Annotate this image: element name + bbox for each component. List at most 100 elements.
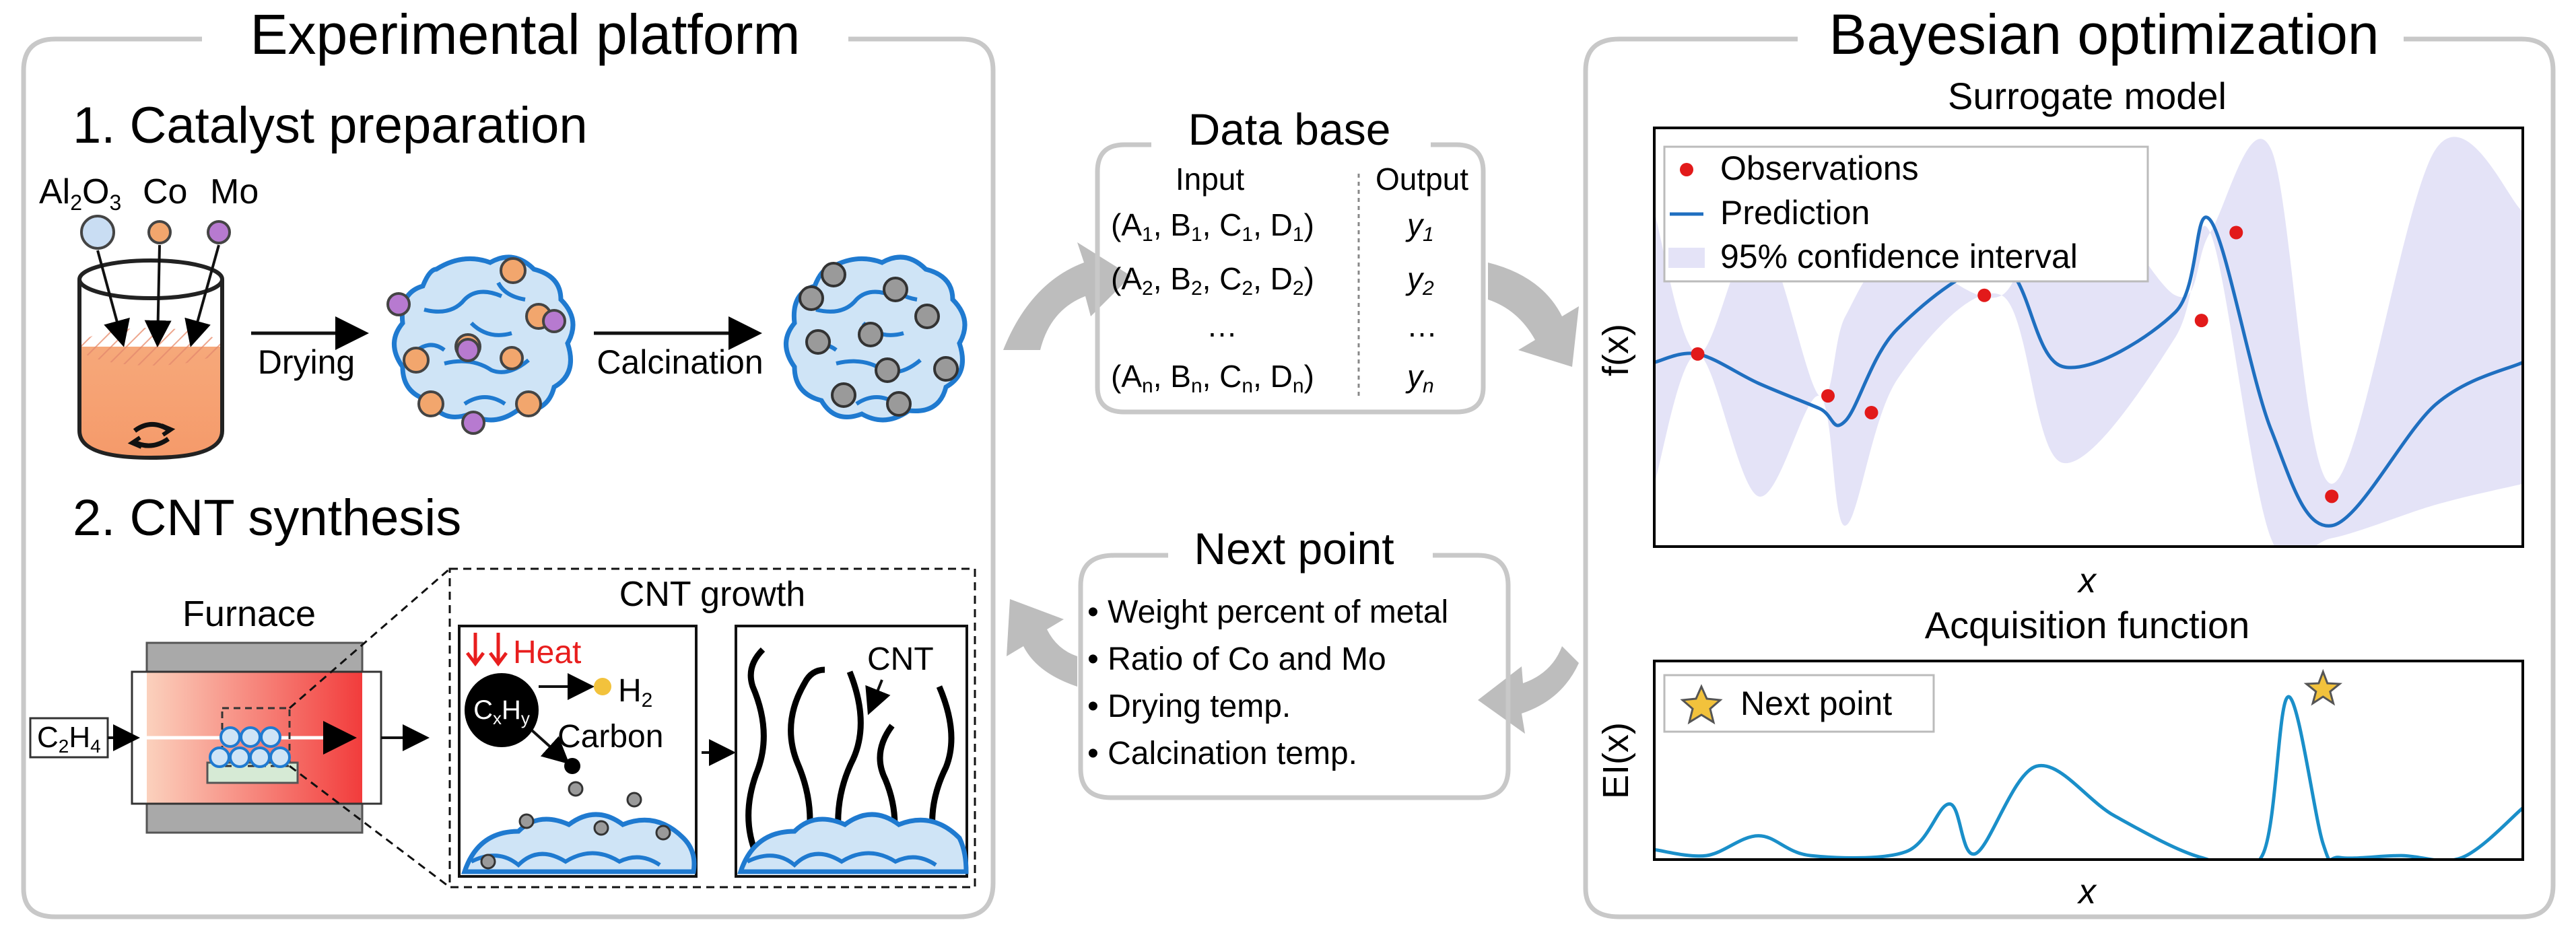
observation-point bbox=[2229, 225, 2243, 240]
mo-label: Mo bbox=[210, 172, 259, 211]
database-row-1: (A1, B1, C1, D1) bbox=[1111, 207, 1314, 246]
arrow-to-experimental bbox=[1007, 599, 1077, 687]
database-col-input: Input bbox=[1176, 162, 1245, 197]
prediction-line bbox=[1654, 215, 2523, 528]
arrow-to-database bbox=[1003, 242, 1131, 350]
confidence-interval-band bbox=[1654, 137, 2523, 547]
observation-point bbox=[1977, 288, 1992, 302]
carbon-atom bbox=[564, 758, 580, 774]
ei-line bbox=[1654, 695, 2523, 860]
furnace-label: Furnace bbox=[182, 594, 316, 634]
panel-frame bbox=[21, 36, 996, 919]
cnt-growth-title: CNT growth bbox=[619, 575, 805, 614]
bayesian-title: Bayesian optimization bbox=[1829, 3, 2379, 66]
svg-text:H2: H2 bbox=[618, 673, 652, 711]
database-output-1: y1 bbox=[1405, 207, 1434, 246]
arrow-from-bayesian bbox=[1478, 646, 1579, 734]
acquisition-ylabel: EI(x) bbox=[1596, 722, 1636, 799]
o-subscript: 3 bbox=[110, 190, 122, 215]
next-point-item-4: Calcination temp. bbox=[1108, 736, 1357, 771]
svg-text:• Calcination temp.: • Calcination temp. bbox=[1087, 736, 1357, 771]
bayesian-frame bbox=[1583, 36, 2556, 919]
catalyst-calcined bbox=[784, 254, 968, 423]
next-point-star-icon bbox=[2303, 668, 2343, 706]
al2o3-particle bbox=[80, 215, 115, 250]
zoom-line-top bbox=[289, 567, 450, 709]
acquisition-title: Acquisition function bbox=[1925, 604, 2250, 646]
experimental-platform-panel: Experimental platform 1. Catalyst prepar… bbox=[21, 3, 996, 919]
drying-label: Drying bbox=[258, 343, 355, 381]
next-point-item-3: Drying temp. bbox=[1108, 689, 1291, 724]
surrogate-xlabel: x bbox=[2076, 561, 2097, 600]
catalyst-boat-particles bbox=[209, 726, 291, 768]
surrogate-title: Surrogate model bbox=[1948, 75, 2227, 117]
co-particle bbox=[147, 220, 172, 244]
cnt-growth-box bbox=[448, 567, 976, 889]
database-output-n: yn bbox=[1405, 359, 1434, 397]
carbon-label: Carbon bbox=[557, 719, 663, 755]
svg-text:C2H4: C2H4 bbox=[37, 721, 101, 757]
materials-label: Al2O3 Co Mo bbox=[39, 172, 259, 215]
gas-inlet: C2H4 bbox=[29, 717, 140, 759]
calcination-label: Calcination bbox=[597, 343, 763, 381]
observation-point bbox=[1691, 347, 1705, 361]
legend-observations: Observations bbox=[1720, 149, 1919, 187]
cnt-label: CNT bbox=[867, 641, 934, 677]
next-point-item-2: Ratio of Co and Mo bbox=[1108, 641, 1386, 677]
catalyst-surface bbox=[461, 781, 697, 874]
legend-confidence: 95% confidence interval bbox=[1720, 238, 2078, 275]
hydrogen-molecule bbox=[594, 678, 611, 695]
database-output-2: y2 bbox=[1405, 261, 1434, 300]
database-ellipsis-output: … bbox=[1406, 308, 1437, 343]
o-symbol: O bbox=[82, 172, 109, 211]
next-point-title: Next point bbox=[1194, 524, 1394, 573]
catalyst-support-dried bbox=[386, 254, 576, 435]
mo-particle bbox=[207, 220, 231, 244]
surrogate-ylabel: f(x) bbox=[1596, 324, 1636, 376]
co-label: Co bbox=[143, 172, 187, 211]
observation-point bbox=[1864, 405, 1878, 419]
surrogate-legend: Observations Prediction 95% confidence i… bbox=[1663, 145, 2149, 283]
zoom-line-bottom bbox=[289, 765, 450, 889]
legend-star-icon bbox=[1680, 684, 1723, 725]
heat-arrows-icon bbox=[466, 633, 508, 667]
legend-ci-swatch bbox=[1668, 248, 1705, 268]
step-2-label: 2. CNT synthesis bbox=[73, 489, 461, 547]
catalyst-surface-2 bbox=[737, 812, 969, 874]
observation-point bbox=[1821, 389, 1835, 403]
surrogate-axes bbox=[1653, 127, 2524, 548]
hydrocarbon-molecule bbox=[465, 673, 539, 747]
next-point-item-1: Weight percent of metal bbox=[1108, 594, 1448, 630]
database-panel: Data base Input Output (A1, B1, C1, D1) … bbox=[1095, 104, 1486, 415]
database-title: Data base bbox=[1188, 104, 1391, 154]
database-ellipsis-input: … bbox=[1207, 308, 1238, 343]
svg-text:• Drying temp.: • Drying temp. bbox=[1087, 689, 1291, 724]
heat-label: Heat bbox=[513, 635, 581, 670]
legend-prediction: Prediction bbox=[1720, 194, 1870, 232]
acquisition-axes bbox=[1653, 660, 2524, 861]
svg-text:• Ratio of Co and Mo: • Ratio of Co and Mo bbox=[1087, 641, 1386, 677]
svg-text:CxHy: CxHy bbox=[473, 695, 530, 728]
bayesian-panel: Bayesian optimization Surrogate model f(… bbox=[1583, 3, 2556, 919]
svg-text:Al2O3: Al2O3 bbox=[39, 172, 121, 215]
surrogate-plot-area bbox=[1654, 137, 2523, 547]
acquisition-plot-area bbox=[1654, 695, 2523, 860]
al-symbol: Al bbox=[39, 172, 70, 211]
acquisition-legend: Next point bbox=[1663, 674, 1935, 733]
next-point-panel: Next point • Weight percent of metal • R… bbox=[1078, 524, 1511, 800]
furnace bbox=[128, 641, 430, 834]
database-row-2: (A2, B2, C2, D2) bbox=[1111, 261, 1314, 300]
database-col-output: Output bbox=[1376, 162, 1468, 197]
acquisition-xlabel: x bbox=[2076, 872, 2097, 911]
legend-next-point: Next point bbox=[1740, 685, 1892, 722]
panel-title: Experimental platform bbox=[250, 3, 801, 66]
svg-text:• Weight percent of metal: • Weight percent of metal bbox=[1087, 594, 1448, 630]
step-1-label: 1. Catalyst preparation bbox=[73, 97, 588, 154]
beaker bbox=[77, 244, 224, 460]
arrow-to-bayesian bbox=[1488, 263, 1579, 367]
database-row-n: (An, Bn, Cn, Dn) bbox=[1111, 359, 1314, 397]
observation-point bbox=[2194, 314, 2208, 328]
al-subscript: 2 bbox=[70, 190, 82, 215]
observation-point bbox=[2325, 489, 2339, 503]
